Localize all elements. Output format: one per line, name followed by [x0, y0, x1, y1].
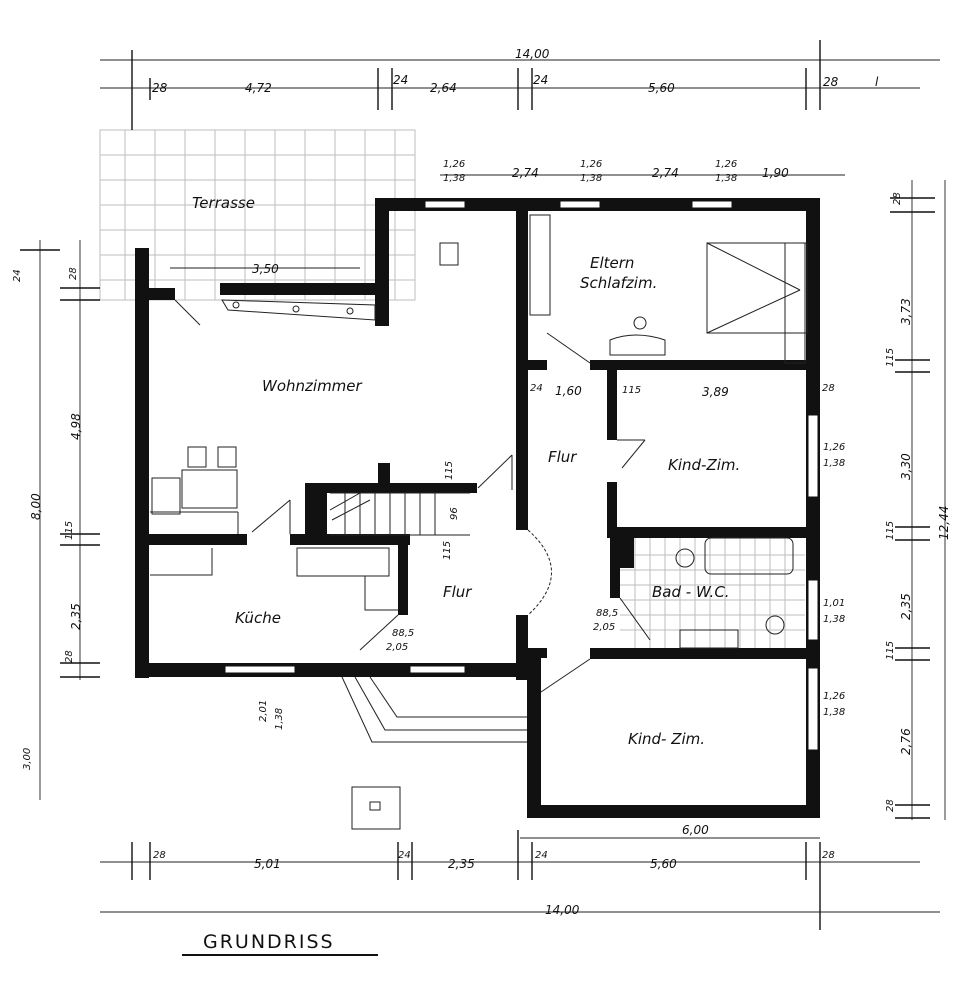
dim-274a: 2,74: [512, 166, 539, 180]
dim-top-28a: 28: [152, 81, 168, 95]
dim-bottom-28b: 28: [822, 850, 835, 861]
dim-stair-115b: 115: [442, 541, 453, 560]
terrace-tiles: [99, 129, 416, 301]
dim-top-total: 14,00: [515, 47, 550, 61]
dim-bottom-501: 5,01: [254, 857, 281, 871]
dim-274b: 2,74: [652, 166, 679, 180]
dim-kueche-window-b: 1,38: [274, 708, 285, 730]
dim-win-kind2-a: 1,26: [823, 691, 845, 702]
dim-window-a1: 1,26: [443, 159, 465, 170]
dim-bottom-600: 6,00: [682, 823, 709, 837]
room-label-flur-upper: Flur: [548, 448, 577, 466]
dim-bottom-28a: 28: [153, 850, 166, 861]
dim-door-bad-a: 88,5: [596, 608, 618, 619]
dim-right-115c: 115: [885, 641, 896, 660]
dim-right-28: 28: [892, 192, 903, 205]
dimension-lines: [20, 40, 946, 930]
walls: [135, 198, 820, 818]
dim-kueche-window-a: 2,01: [258, 700, 269, 722]
dim-bottom-total: 14,00: [545, 903, 580, 917]
room-label-bad-wc: Bad - W.C.: [652, 583, 730, 601]
dim-top-24a: 24: [393, 73, 408, 87]
dim-kind-389: 3,89: [702, 385, 729, 399]
room-label-terrasse: Terrasse: [192, 194, 255, 212]
dim-bottom-24a: 24: [398, 850, 411, 861]
dim-corner-l: l: [875, 75, 879, 89]
dim-bottom-235: 2,35: [448, 857, 475, 871]
dim-right-330: 3,30: [899, 453, 913, 480]
dim-win-bad-a: 1,01: [823, 598, 845, 609]
dim-stair-96: 96: [449, 507, 460, 520]
dim-left-300: 3,00: [22, 748, 33, 770]
dim-left-235: 2,35: [69, 603, 83, 630]
dim-left-115: 115: [64, 521, 75, 540]
windows: [224, 200, 819, 751]
dim-door-kueche-a: 88,5: [392, 628, 414, 639]
room-label-kind-zim-upper: Kind-Zim.: [668, 456, 740, 474]
dim-win-kind1-b: 1,38: [823, 458, 845, 469]
dim-terrace-350: 3,50: [252, 262, 279, 276]
dim-right-total: 12,44: [937, 506, 951, 540]
dim-top-28b: 28: [823, 75, 839, 89]
dim-window-b2: 1,38: [580, 173, 602, 184]
dim-190: 1,90: [762, 166, 789, 180]
dim-window-b1: 1,26: [580, 159, 602, 170]
dim-door-kueche-b: 2,05: [386, 642, 408, 653]
dim-left-28b: 28: [64, 650, 75, 663]
room-label-schlafzimmer: Schlafzim.: [580, 274, 657, 292]
dim-left-28: 28: [68, 267, 79, 280]
dim-right-235: 2,35: [899, 593, 913, 620]
dim-window-c2: 1,38: [715, 173, 737, 184]
dim-top-24b: 24: [533, 73, 548, 87]
dim-left-800: 8,00: [29, 493, 43, 520]
room-label-kind-zim-lower: Kind- Zim.: [628, 730, 705, 748]
dim-right-28b: 28: [885, 799, 896, 812]
dim-top-560: 5,60: [648, 81, 675, 95]
dim-bottom-560: 5,60: [650, 857, 677, 871]
dim-right-115b: 115: [885, 521, 896, 540]
dim-win-bad-b: 1,38: [823, 614, 845, 625]
dim-kind-115: 115: [622, 385, 641, 396]
room-label-kueche: Küche: [235, 609, 281, 627]
dim-right-373: 3,73: [899, 298, 913, 325]
dim-right-276: 2,76: [899, 728, 913, 755]
dim-win-kind2-b: 1,38: [823, 707, 845, 718]
dim-bottom-24b: 24: [535, 850, 548, 861]
dim-flur-24: 24: [530, 383, 543, 394]
room-label-flur-lower: Flur: [443, 583, 472, 601]
room-label-wohnzimmer: Wohnzimmer: [262, 377, 363, 395]
room-label-eltern: Eltern: [590, 254, 634, 272]
dim-window-c1: 1,26: [715, 159, 737, 170]
dim-left-24: 24: [12, 269, 23, 282]
dim-top-472: 4,72: [245, 81, 272, 95]
dim-top-264: 2,64: [430, 81, 457, 95]
dim-door-bad-b: 2,05: [593, 622, 615, 633]
dim-stair-115: 115: [444, 461, 455, 480]
plan-title: GRUNDRISS: [203, 931, 335, 953]
dim-kind-28: 28: [822, 383, 835, 394]
dim-left-498: 4,98: [69, 413, 83, 440]
dim-flur-160: 1,60: [555, 384, 582, 398]
interior-details: [150, 214, 808, 956]
dim-win-kind1-a: 1,26: [823, 442, 845, 453]
dim-right-115a: 115: [885, 348, 896, 367]
dim-window-a2: 1,38: [443, 173, 465, 184]
